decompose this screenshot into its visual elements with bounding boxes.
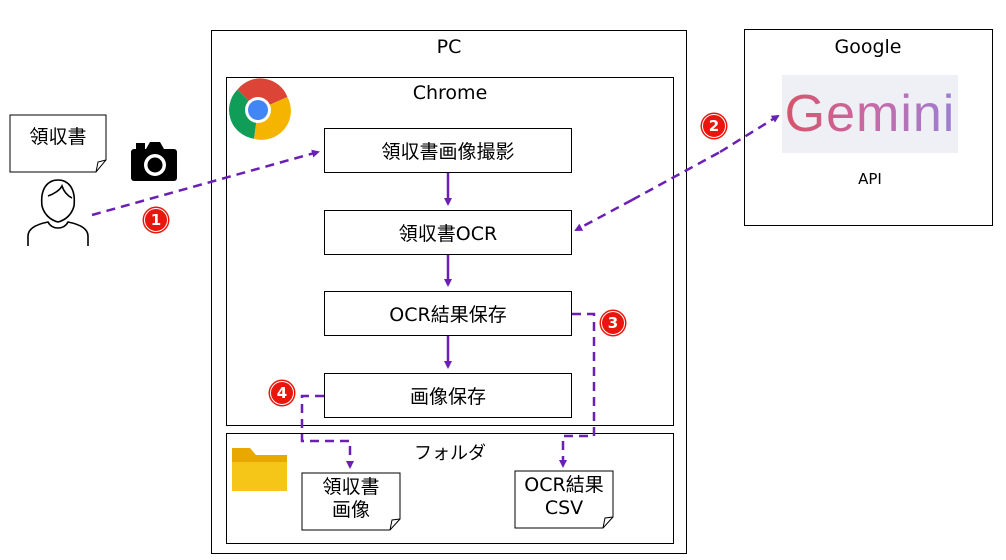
- arrow-2a: [574, 198, 633, 232]
- arrow-4: [300, 394, 354, 469]
- arrow-1: [91, 149, 320, 217]
- csv-document: [514, 470, 614, 529]
- csv-doc-line1: OCR結果: [524, 474, 604, 496]
- image-doc-line2: 画像: [331, 499, 370, 521]
- csv-doc-line2: CSV: [544, 497, 584, 519]
- folder-title: フォルダ: [414, 443, 486, 464]
- step-capture: 領収書画像撮影: [324, 128, 572, 173]
- camera-icon: [131, 142, 177, 181]
- folder-icon: [232, 448, 287, 491]
- person-icon: [27, 179, 89, 246]
- arrow-2b: [719, 114, 780, 154]
- marker-4: 4: [270, 381, 294, 405]
- arrow-3: [559, 312, 596, 468]
- pc-title: PC: [436, 36, 462, 58]
- step-ocr: 領収書OCR: [324, 210, 572, 255]
- step-save-result: OCR結果保存: [324, 291, 572, 336]
- receipt-document: [9, 114, 107, 173]
- marker-3: 3: [601, 311, 625, 335]
- image-document: [301, 472, 401, 531]
- google-title: Google: [834, 36, 902, 58]
- api-label: API: [858, 170, 882, 188]
- dashed-arrows: [91, 114, 780, 469]
- marker-2: 2: [702, 114, 726, 138]
- image-doc-line1: 領収書: [322, 476, 380, 498]
- receipt-doc-label: 領収書: [29, 126, 87, 148]
- marker-1: 1: [144, 208, 168, 232]
- gemini-logo: Gemini: [782, 75, 958, 153]
- chrome-icon: [229, 78, 291, 140]
- step-save-image: 画像保存: [324, 373, 572, 418]
- gemini-logo-text: Gemini: [784, 85, 956, 143]
- chrome-title: Chrome: [412, 82, 488, 104]
- arrow-2mid: [631, 150, 721, 202]
